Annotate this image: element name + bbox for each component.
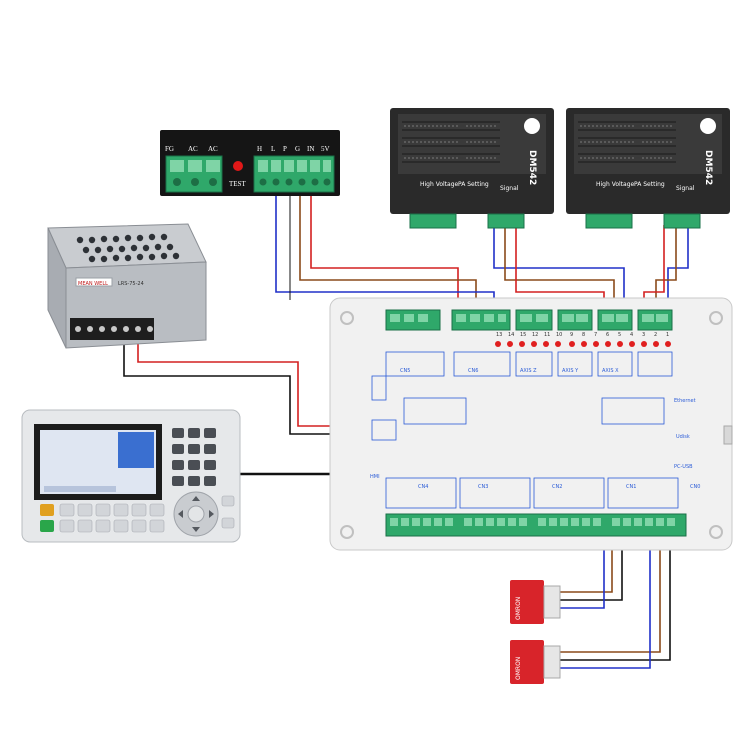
pa-setting-label: PA Setting bbox=[458, 181, 489, 188]
section-label: CN5 bbox=[400, 368, 410, 374]
wire-limit1-b bbox=[560, 535, 623, 601]
wire-limit2-c bbox=[560, 535, 651, 669]
terminal-number: 2 bbox=[654, 332, 657, 338]
limit-switch-brand: OMRON bbox=[515, 657, 522, 680]
wire-limit1-a bbox=[560, 535, 613, 593]
wire-psu-black bbox=[123, 338, 372, 435]
laser-power-supply: FG AC AC H L P G IN 5V TEST bbox=[160, 130, 340, 196]
terminal-label-h: H bbox=[257, 145, 262, 153]
pc-usb-label: PC-USB bbox=[674, 464, 693, 470]
ac-terminal-block bbox=[165, 155, 223, 193]
section-label: AXIS Z bbox=[520, 368, 537, 374]
limit-switch-2: OMRON bbox=[510, 640, 561, 684]
status-leds bbox=[495, 341, 671, 347]
terminal-number: 1 bbox=[666, 332, 669, 338]
limit-switch-1: OMRON bbox=[510, 580, 561, 624]
terminal-label-l: L bbox=[271, 145, 275, 153]
section-label: CN1 bbox=[626, 484, 636, 490]
ethernet-label: Ethernet bbox=[674, 398, 696, 404]
wire-limit1-c bbox=[560, 535, 605, 609]
udisk-label: Udisk bbox=[676, 434, 690, 440]
wire-driver1-blue bbox=[493, 225, 625, 315]
terminal-number: 8 bbox=[582, 332, 585, 338]
hmi-panel bbox=[21, 409, 241, 543]
limit-switch-brand: OMRON bbox=[515, 597, 522, 620]
test-label: TEST bbox=[229, 180, 246, 188]
hmi-start-button[interactable] bbox=[40, 504, 54, 516]
section-label: CN6 bbox=[468, 368, 478, 374]
stepper-driver-1: DM542 High Voltage PA Setting Signal bbox=[390, 108, 554, 229]
terminal-number: 7 bbox=[594, 332, 597, 338]
terminal-label-5v: 5V bbox=[321, 145, 330, 153]
terminal-number: 4 bbox=[630, 332, 633, 338]
terminal-number: 14 bbox=[508, 332, 514, 338]
switching-power-supply: MEAN WELL LRS-75-24 bbox=[47, 223, 207, 349]
section-label: CN2 bbox=[552, 484, 562, 490]
section-label: CN3 bbox=[478, 484, 488, 490]
hmi-green-button[interactable] bbox=[40, 520, 54, 532]
terminal-label-p: P bbox=[283, 145, 287, 153]
signal-terminal-block bbox=[253, 155, 335, 193]
signal-label: Signal bbox=[676, 185, 695, 192]
wire-limit2-a bbox=[560, 535, 661, 653]
terminal-number: 13 bbox=[496, 332, 502, 338]
psu-model-label: LRS-75-24 bbox=[118, 281, 144, 287]
terminal-label-ac2: AC bbox=[208, 145, 218, 153]
controller-board: 13 14 15 12 11 10 9 8 7 6 5 4 3 2 1 bbox=[329, 297, 733, 551]
terminal-number: 9 bbox=[570, 332, 573, 338]
terminal-number: 3 bbox=[642, 332, 645, 338]
high-voltage-label: High Voltage bbox=[596, 181, 635, 188]
hmi-function-keys[interactable] bbox=[59, 503, 165, 533]
section-label: CN0 bbox=[690, 484, 700, 490]
terminal-label-g: G bbox=[295, 145, 300, 153]
hmi-label: HMI bbox=[370, 474, 380, 480]
usb-port[interactable] bbox=[723, 425, 733, 445]
pinout-diagrams-bottom bbox=[385, 477, 679, 509]
terminal-number: 5 bbox=[618, 332, 621, 338]
stepper-driver-2: DM542 High Voltage PA Setting Signal bbox=[566, 108, 730, 229]
section-label: CN4 bbox=[418, 484, 428, 490]
terminal-number: 15 bbox=[520, 332, 526, 338]
terminal-number: 12 bbox=[532, 332, 538, 338]
driver-model-label: DM542 bbox=[527, 150, 537, 185]
section-label: AXIS X bbox=[602, 368, 619, 374]
driver-model-label: DM542 bbox=[703, 150, 713, 185]
terminal-label-ac1: AC bbox=[188, 145, 198, 153]
psu-brand-label: MEAN WELL bbox=[78, 281, 108, 287]
pa-setting-label: PA Setting bbox=[634, 181, 665, 188]
bottom-terminal-strip bbox=[385, 513, 687, 537]
terminal-label-fg: FG bbox=[165, 145, 174, 153]
terminal-number: 6 bbox=[606, 332, 609, 338]
terminal-number: 11 bbox=[544, 332, 550, 338]
high-voltage-label: High Voltage bbox=[420, 181, 459, 188]
terminal-number: 10 bbox=[556, 332, 562, 338]
wire-psu-red bbox=[137, 338, 372, 427]
signal-label: Signal bbox=[500, 185, 519, 192]
hmi-direction-pad[interactable] bbox=[173, 491, 219, 537]
wire-limit2-b bbox=[560, 535, 671, 661]
psu-terminal-strip bbox=[70, 318, 154, 340]
terminal-label-in: IN bbox=[307, 145, 314, 153]
hmi-keypad[interactable] bbox=[172, 428, 216, 486]
section-label: AXIS Y bbox=[562, 368, 579, 374]
test-button[interactable] bbox=[233, 161, 243, 171]
pinout-diagrams-top bbox=[371, 351, 673, 441]
wire-driver2-blue bbox=[667, 225, 689, 315]
